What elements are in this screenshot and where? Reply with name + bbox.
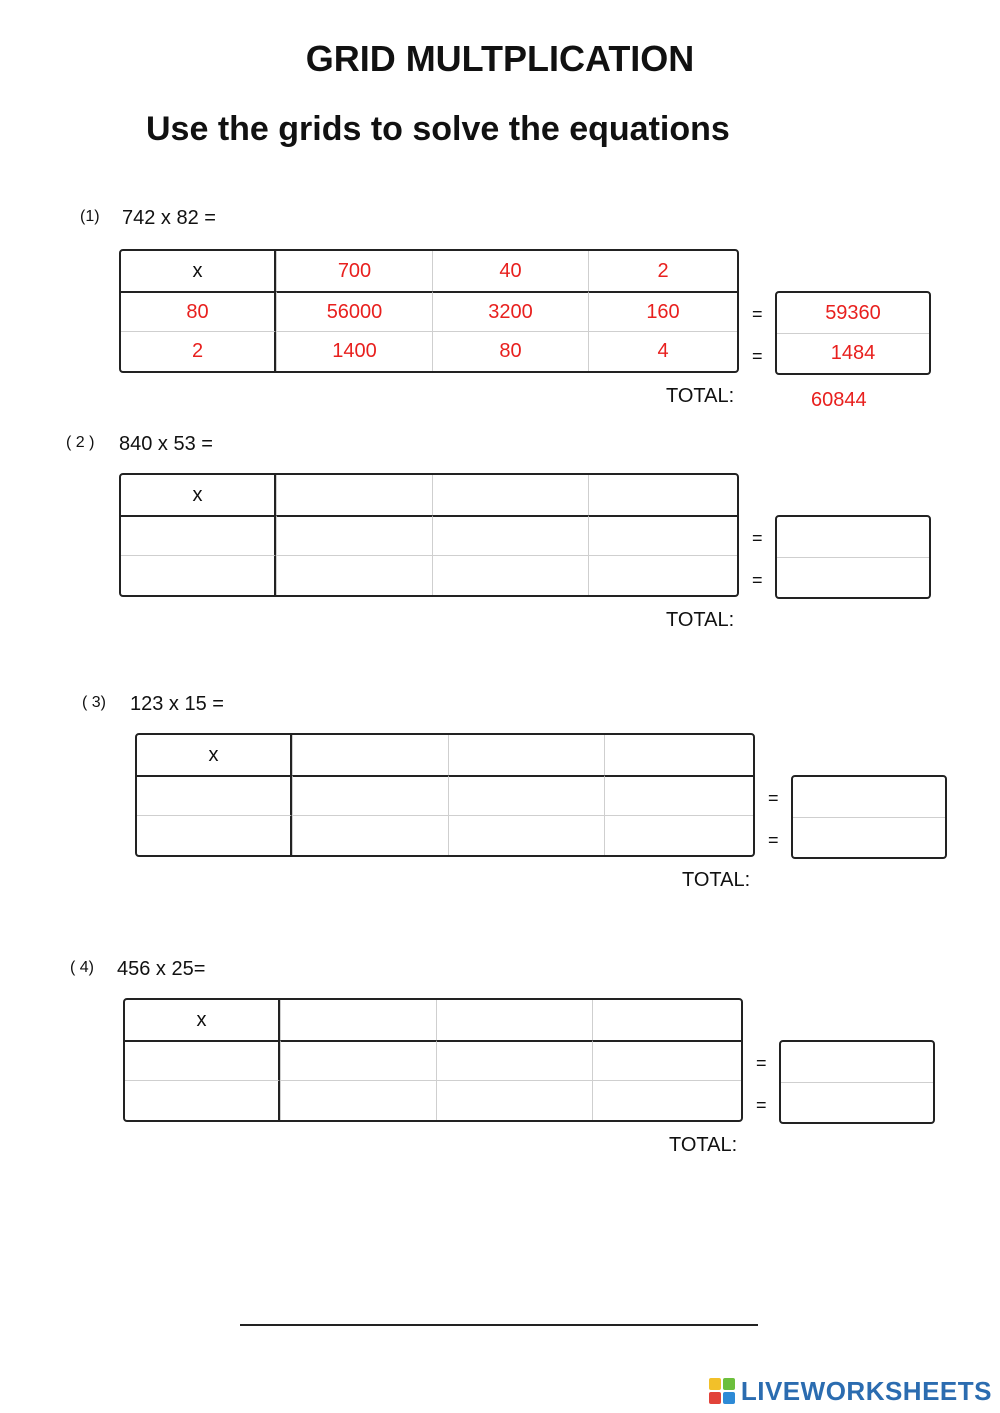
grid-product-cell[interactable] (292, 815, 448, 855)
brand-name: LIVEWORKSHEETS (740, 1375, 992, 1406)
equals-sign: = (752, 570, 763, 590)
total-label: TOTAL: (682, 869, 751, 891)
grid-header-cell[interactable] (436, 1000, 592, 1040)
grid-header-cell[interactable] (604, 735, 753, 775)
grid-product-cell[interactable] (592, 1040, 741, 1080)
grid-product-cell[interactable] (432, 555, 588, 595)
grid-header-cell[interactable] (588, 475, 737, 515)
grid-product-cell[interactable] (592, 1080, 741, 1120)
row-result-field[interactable] (793, 777, 945, 817)
row-results-box: 59360 1484 (775, 291, 931, 375)
equals-sign: = (756, 1095, 767, 1115)
logo-square (708, 1392, 721, 1404)
problem-equation: 840 x 53 = (119, 433, 213, 455)
row-result-field[interactable] (781, 1042, 933, 1082)
equals-sign: = (768, 830, 779, 850)
total-field[interactable]: 60844 (811, 389, 867, 411)
row-result-field[interactable] (777, 517, 929, 557)
grid-header-cell[interactable]: 40 (432, 251, 588, 291)
equals-sign: = (752, 528, 763, 548)
grid-product-cell[interactable]: 160 (588, 291, 737, 331)
grid-row-header-cell[interactable] (121, 555, 276, 595)
grid-row-header-cell[interactable] (137, 815, 292, 855)
row-result-field[interactable]: 59360 (825, 301, 881, 324)
problem-3: ( 3) 123 x 15 = x = = TOTAL: (0, 0, 1000, 891)
grid-product-cell[interactable] (432, 515, 588, 555)
row-result-field[interactable] (777, 557, 929, 597)
multiplication-grid: x (123, 998, 743, 1122)
equals-sign: = (768, 788, 779, 808)
grid-product-cell[interactable] (588, 515, 737, 555)
grid-row-header-cell[interactable] (125, 1040, 280, 1080)
grid-row-header-cell[interactable] (125, 1080, 280, 1120)
grid-header-cell[interactable]: 700 (276, 251, 432, 291)
grid-header-cell[interactable] (280, 1000, 436, 1040)
grid-header-cell[interactable]: 2 (588, 251, 737, 291)
grid-multiplier-symbol: x (125, 1000, 280, 1040)
grid-product-cell[interactable] (588, 555, 737, 595)
logo-square (722, 1392, 735, 1404)
problem-equation: 742 x 82 = (122, 207, 216, 229)
grid-product-cell[interactable]: 80 (432, 331, 588, 371)
grid-product-cell[interactable] (448, 815, 604, 855)
grid-multiplier-symbol: x (137, 735, 292, 775)
grid-row-header-cell[interactable]: 2 (121, 331, 276, 371)
grid-header-cell[interactable] (448, 735, 604, 775)
grid-product-cell[interactable]: 4 (588, 331, 737, 371)
grid-product-cell[interactable] (292, 775, 448, 815)
logo-square (708, 1378, 721, 1390)
logo-square (722, 1378, 735, 1390)
signature-line (240, 1324, 758, 1326)
equals-sign: = (756, 1053, 767, 1073)
equals-sign: = (752, 346, 763, 366)
total-label: TOTAL: (669, 1134, 738, 1156)
multiplication-grid: x (135, 733, 755, 857)
grid-row-header-cell[interactable]: 80 (121, 291, 276, 331)
grid-product-cell[interactable] (276, 515, 432, 555)
page-subtitle: Use the grids to solve the equations (146, 110, 730, 148)
problem-1: (1) 742 x 82 = x 700 40 2 80 56000 3200 … (0, 0, 1000, 411)
problem-2: ( 2 ) 840 x 53 = x = = TOTAL: (0, 0, 1000, 631)
liveworksheets-logo-icon (708, 1378, 735, 1404)
row-results-box (779, 1040, 935, 1124)
row-result-field[interactable] (781, 1082, 933, 1122)
grid-product-cell[interactable] (448, 775, 604, 815)
grid-product-cell[interactable] (436, 1040, 592, 1080)
grid-product-cell[interactable] (604, 815, 753, 855)
multiplication-grid: x 700 40 2 80 56000 3200 160 2 1400 80 4 (119, 249, 739, 373)
grid-product-cell[interactable] (604, 775, 753, 815)
row-result-field[interactable]: 1484 (777, 333, 929, 373)
total-label: TOTAL: (666, 385, 735, 407)
problem-4: ( 4) 456 x 25= x = = TOTAL: (0, 0, 1000, 1156)
row-results-box (791, 775, 947, 859)
grid-header-cell[interactable] (276, 475, 432, 515)
grid-product-cell[interactable] (280, 1040, 436, 1080)
grid-product-cell[interactable] (276, 555, 432, 595)
problem-equation: 123 x 15 = (130, 693, 224, 715)
row-results-box (775, 515, 931, 599)
problem-number: (1) (80, 208, 100, 225)
problem-number: ( 2 ) (66, 434, 95, 451)
footer-brand: LIVEWORKSHEETS (708, 1375, 992, 1406)
grid-product-cell[interactable] (436, 1080, 592, 1120)
grid-header-cell[interactable] (592, 1000, 741, 1040)
grid-header-cell[interactable] (432, 475, 588, 515)
grid-product-cell[interactable]: 1400 (276, 331, 432, 371)
grid-header-cell[interactable] (292, 735, 448, 775)
grid-multiplier-symbol: x (121, 251, 276, 291)
grid-row-header-cell[interactable] (121, 515, 276, 555)
problem-equation: 456 x 25= (117, 958, 206, 980)
problem-number: ( 3) (82, 694, 106, 711)
grid-product-cell[interactable] (280, 1080, 436, 1120)
problem-number: ( 4) (70, 959, 94, 976)
row-result-field[interactable] (793, 817, 945, 857)
multiplication-grid: x (119, 473, 739, 597)
grid-product-cell[interactable]: 3200 (432, 291, 588, 331)
equals-sign: = (752, 304, 763, 324)
page-title: GRID MULTPLICATION (305, 38, 695, 79)
total-label: TOTAL: (666, 609, 735, 631)
grid-row-header-cell[interactable] (137, 775, 292, 815)
grid-multiplier-symbol: x (121, 475, 276, 515)
grid-product-cell[interactable]: 56000 (276, 291, 432, 331)
